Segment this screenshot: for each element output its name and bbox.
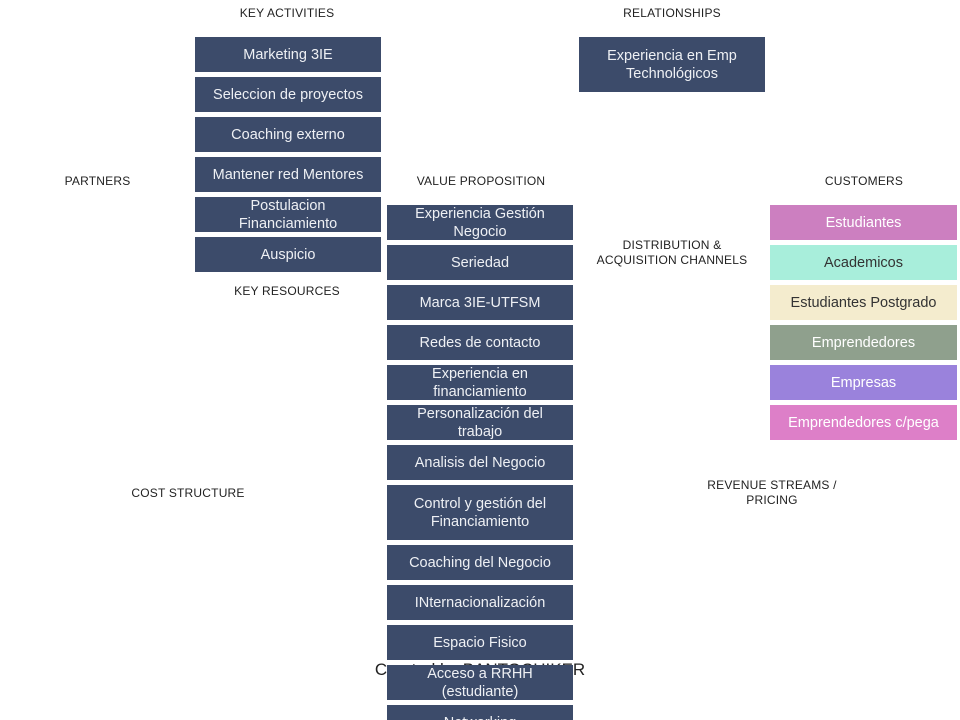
value-proposition-box: Espacio Fisico <box>387 625 573 660</box>
key-activity-box: Seleccion de proyectos <box>195 77 381 112</box>
value-proposition-box: Control y gestión del Financiamiento <box>387 485 573 540</box>
key-resources-label: KEY RESOURCES <box>234 284 340 298</box>
customer-segment-box: Emprendedores c/pega <box>770 405 957 440</box>
customer-segment-box: Academicos <box>770 245 957 280</box>
distribution-label: DISTRIBUTION & ACQUISITION CHANNELS <box>596 238 748 267</box>
relationships-label: RELATIONSHIPS <box>623 6 721 20</box>
value-proposition-box: Personalización del trabajo <box>387 405 573 440</box>
customer-segment-box: Estudiantes <box>770 205 957 240</box>
value-proposition-box: Marca 3IE-UTFSM <box>387 285 573 320</box>
key-activity-box: Auspicio <box>195 237 381 272</box>
partners-label: PARTNERS <box>64 174 131 188</box>
key-activities-label: KEY ACTIVITIES <box>239 6 335 20</box>
customer-segment-box: Emprendedores <box>770 325 957 360</box>
value-proposition-label: VALUE PROPOSITION <box>416 174 546 188</box>
cost-structure-label: COST STRUCTURE <box>131 486 245 500</box>
key-activity-box: Postulacion Financiamiento <box>195 197 381 232</box>
customer-segment-box: Empresas <box>770 365 957 400</box>
value-proposition-box: Seriedad <box>387 245 573 280</box>
value-proposition-box: Coaching del Negocio <box>387 545 573 580</box>
relationship-box: Experiencia en Emp Technológicos <box>579 37 765 92</box>
value-proposition-box: INternacionalización <box>387 585 573 620</box>
customer-segment-box: Estudiantes Postgrado <box>770 285 957 320</box>
value-proposition-box: Analisis del Negocio <box>387 445 573 480</box>
key-activity-box: Mantener red Mentores <box>195 157 381 192</box>
value-proposition-box: Acceso a RRHH (estudiante) <box>387 665 573 700</box>
customers-label: CUSTOMERS <box>824 174 904 188</box>
key-activity-box: Coaching externo <box>195 117 381 152</box>
revenue-streams-label: REVENUE STREAMS / PRICING <box>707 478 837 507</box>
value-proposition-box: Experiencia en financiamiento <box>387 365 573 400</box>
key-activity-box: Marketing 3IE <box>195 37 381 72</box>
value-proposition-box: Networking <box>387 705 573 720</box>
value-proposition-box: Redes de contacto <box>387 325 573 360</box>
value-proposition-box: Experiencia Gestión Negocio <box>387 205 573 240</box>
